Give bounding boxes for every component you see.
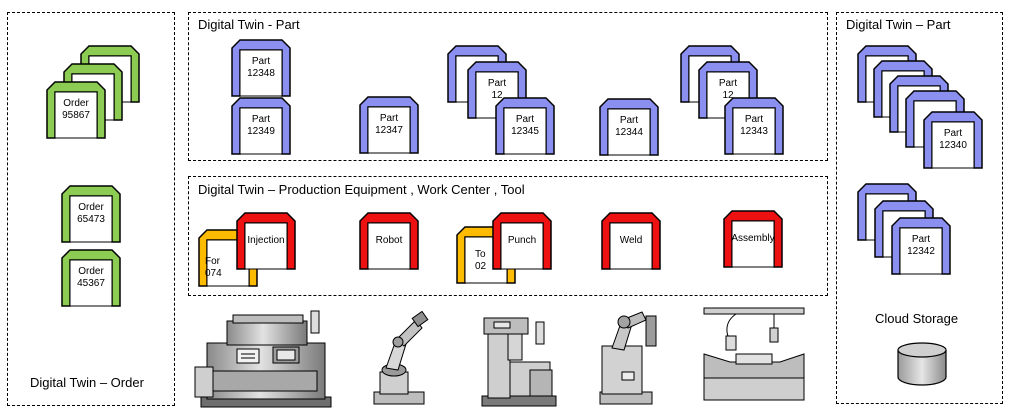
assembly-station-icon — [703, 307, 805, 401]
part-panel-top-title: Digital Twin - Part — [198, 17, 300, 32]
part-panel-right: Digital Twin – Part Cloud Storage — [836, 12, 1003, 404]
equipment-card-label: Weld — [619, 235, 643, 246]
equipment-card[interactable]: Robot — [358, 211, 420, 271]
order-panel: Digital Twin – Order — [7, 12, 175, 406]
equipment-card[interactable]: Injection — [235, 211, 297, 271]
equipment-card[interactable]: Assembly — [722, 209, 784, 269]
equipment-card[interactable]: Punch — [491, 211, 553, 271]
cloud-storage-icon — [897, 342, 947, 386]
cloud-storage-label: Cloud Storage — [875, 311, 959, 326]
equipment-card[interactable]: Weld — [600, 211, 662, 271]
equipment-panel: Digital Twin – Production Equipment , Wo… — [188, 176, 828, 296]
equipment-card-label: Punch — [507, 235, 537, 246]
equipment-card-label: Assembly — [731, 233, 775, 244]
punch-press-icon — [481, 317, 557, 407]
part-panel-top: Digital Twin - Part — [188, 12, 828, 161]
equipment-panel-title: Digital Twin – Production Equipment , Wo… — [198, 182, 525, 197]
order-panel-title: Digital Twin – Order — [30, 375, 144, 390]
welding-robot-icon — [599, 311, 657, 405]
part-panel-right-title: Digital Twin – Part — [846, 17, 951, 32]
robot-arm-icon — [373, 310, 429, 405]
equipment-card-label: Injection — [247, 235, 285, 246]
injection-machine-icon — [194, 310, 332, 408]
equipment-card-label: Robot — [375, 235, 403, 246]
